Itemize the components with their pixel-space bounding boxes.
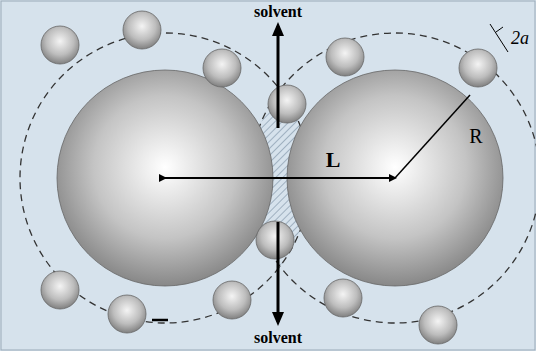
dimension-label: 2a	[511, 29, 529, 47]
radius-line	[395, 95, 470, 178]
solvent-arrow	[277, 222, 280, 322]
solvent-arrow	[277, 26, 280, 128]
dash-mark	[152, 319, 168, 322]
dimension-tick	[496, 27, 503, 32]
flow-label: solvent	[254, 4, 302, 20]
radius-label: R	[469, 126, 482, 146]
distance-label: L	[326, 149, 341, 171]
flow-label: solvent	[254, 330, 302, 346]
dimension-tick	[490, 24, 508, 52]
distance-arrow	[165, 177, 395, 179]
depletant-spheres	[41, 11, 497, 344]
